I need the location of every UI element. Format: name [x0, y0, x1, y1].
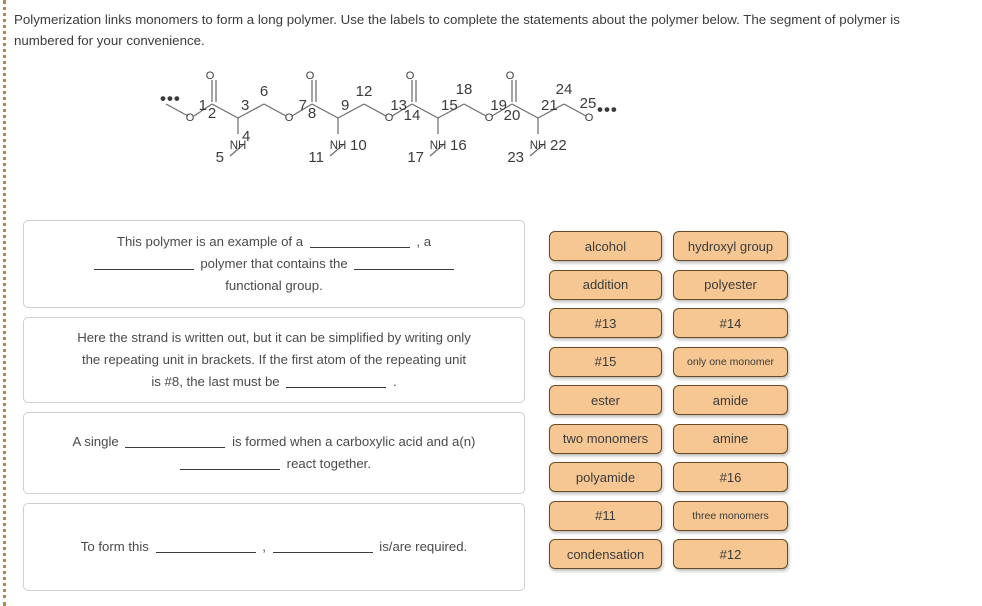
carbonyl-oxygen-atom: O [306, 70, 315, 82]
atom-number-17: 17 [407, 149, 424, 166]
label-chip-amide[interactable]: amide [673, 385, 788, 415]
atom-number-2: 2 [208, 105, 216, 122]
label-chip-11[interactable]: #11 [549, 500, 662, 531]
label-chip-alcohol[interactable]: alcohol [549, 231, 662, 261]
statement-2-text-b: the repeating unit in brackets. If the f… [81, 352, 467, 367]
statement-2-text-a: Here the strand is written out, but it c… [77, 330, 471, 345]
atom-number-22: 22 [550, 137, 567, 154]
label-row: condensation #12 [549, 539, 789, 569]
ester-oxygen-atom: O [186, 112, 195, 124]
atom-number-16: 16 [450, 137, 467, 154]
polymer-structure-diagram: O O O O O O O O O NH NH NH NH ••• ••• 1 … [160, 60, 670, 190]
statement-1-blank-2[interactable] [93, 255, 194, 270]
statement-2-blank-1[interactable] [286, 373, 387, 388]
atom-number-25: 25 [580, 95, 597, 112]
atom-number-14: 14 [404, 107, 421, 124]
label-chip-only-one-monomer[interactable]: only one monomer [673, 346, 788, 377]
label-chip-three-monomers[interactable]: three monomers [673, 500, 788, 531]
atom-number-1: 1 [199, 97, 207, 114]
atom-number-8: 8 [308, 105, 316, 122]
statement-4-blank-1[interactable] [155, 538, 256, 553]
statements-panel: This polymer is an example of a , a poly… [23, 220, 525, 600]
amine-nh-group: NH [230, 140, 247, 152]
atom-number-19: 19 [490, 97, 507, 114]
amine-nh-group: NH [530, 140, 547, 152]
atom-number-6: 6 [260, 83, 268, 100]
label-chip-15[interactable]: #15 [549, 346, 662, 377]
label-chip-12[interactable]: #12 [673, 539, 788, 569]
statement-3-text-b: is formed when a carboxylic acid and a(n… [232, 434, 476, 449]
label-chip-14[interactable]: #14 [673, 308, 788, 338]
label-chip-two-monomers[interactable]: two monomers [549, 423, 662, 454]
statement-4-text-b: , [262, 539, 266, 554]
statement-3-blank-2[interactable] [180, 455, 280, 470]
statement-3-text-c: react together. [286, 456, 371, 471]
chain-continues-left-ellipsis: ••• [160, 89, 181, 108]
ester-oxygen-atom: O [585, 112, 594, 124]
atom-number-12: 12 [356, 83, 373, 100]
intro-instructions: Polymerization links monomers to form a … [14, 12, 900, 48]
atom-number-10: 10 [350, 137, 367, 154]
statement-2-text-d: . [392, 374, 397, 389]
amine-nh-group: NH [430, 140, 447, 152]
atom-number-7: 7 [299, 97, 307, 114]
label-chip-addition[interactable]: addition [549, 269, 662, 300]
atom-number-5: 5 [216, 149, 224, 166]
answer-labels-panel: alcohol hydroxyl group addition polyeste… [549, 231, 789, 578]
label-row: two monomers amine [549, 423, 789, 454]
label-row: #13 #14 [549, 308, 789, 338]
statement-box-1[interactable]: This polymer is an example of a , a poly… [23, 220, 525, 308]
statement-4-text-a: To form this [80, 539, 149, 554]
carbonyl-oxygen-atom: O [206, 70, 215, 82]
statement-box-4[interactable]: To form this , is/are required. [23, 503, 525, 591]
statement-4-blank-2[interactable] [272, 538, 373, 553]
statement-1-text-b: , a [416, 234, 432, 249]
statement-box-2[interactable]: Here the strand is written out, but it c… [23, 317, 525, 403]
atom-number-11: 11 [308, 149, 324, 166]
label-row: alcohol hydroxyl group [549, 231, 789, 261]
amine-nh-group: NH [330, 140, 347, 152]
ester-oxygen-atom: O [485, 112, 494, 124]
atom-number-18: 18 [456, 81, 473, 98]
atom-number-4: 4 [242, 128, 250, 145]
label-row: polyamide #16 [549, 462, 789, 492]
atom-number-9: 9 [341, 97, 349, 114]
statement-box-3[interactable]: A single is formed when a carboxylic aci… [23, 412, 525, 494]
label-chip-hydroxyl-group[interactable]: hydroxyl group [673, 231, 788, 261]
atom-number-3: 3 [241, 97, 249, 114]
label-chip-condensation[interactable]: condensation [549, 539, 662, 569]
label-row: #15 only one monomer [549, 346, 789, 377]
label-chip-16[interactable]: #16 [673, 462, 788, 492]
statement-1-text-a: This polymer is an example of a [116, 234, 304, 249]
label-row: #11 three monomers [549, 500, 789, 531]
ester-oxygen-atom: O [285, 112, 294, 124]
statement-3-blank-1[interactable] [125, 433, 226, 448]
atom-number-15: 15 [441, 97, 458, 114]
statement-4-text-c: is/are required. [379, 539, 468, 554]
statement-1-blank-1[interactable] [309, 233, 410, 248]
statement-1-text-d: functional group. [225, 278, 323, 293]
statement-1-text-c: polymer that contains the [200, 256, 348, 271]
atom-number-21: 21 [541, 97, 558, 114]
label-chip-amine[interactable]: amine [673, 423, 788, 454]
label-chip-ester[interactable]: ester [549, 385, 662, 415]
label-chip-polyester[interactable]: polyester [673, 269, 788, 300]
label-chip-13[interactable]: #13 [549, 308, 662, 338]
chain-continues-right-ellipsis: ••• [597, 100, 618, 119]
carbonyl-oxygen-atom: O [406, 70, 415, 82]
label-row: ester amide [549, 385, 789, 415]
statement-2-text-c: is #8, the last must be [151, 374, 280, 389]
atom-number-20: 20 [504, 107, 521, 124]
label-chip-polyamide[interactable]: polyamide [549, 462, 662, 492]
statement-1-blank-3[interactable] [354, 255, 455, 270]
carbonyl-oxygen-atom: O [506, 70, 515, 82]
left-edge-dotted-rule [3, 0, 6, 606]
statement-3-text-a: A single [72, 434, 119, 449]
label-row: addition polyester [549, 269, 789, 300]
ester-oxygen-atom: O [385, 112, 394, 124]
atom-number-24: 24 [556, 81, 573, 98]
atom-number-23: 23 [507, 149, 524, 166]
atom-number-13: 13 [390, 97, 407, 114]
